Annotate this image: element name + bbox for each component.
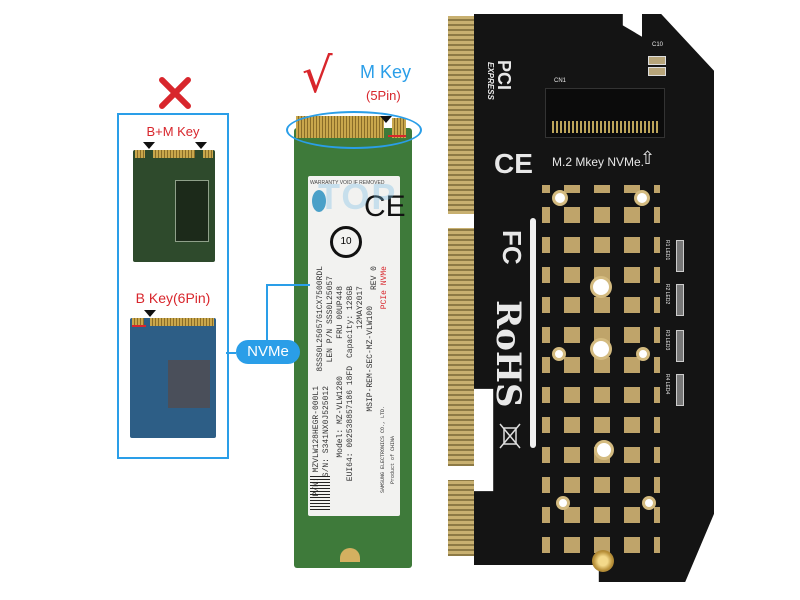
- ce-mark: CE: [494, 148, 533, 179]
- pcie-key-notch: [446, 214, 480, 228]
- led-component: [676, 374, 684, 406]
- mount-hole: [552, 347, 566, 361]
- label-line: SAMSUNG ELECTRONICS CO., LTD.: [380, 406, 386, 494]
- connector-ref-text: CN1: [554, 78, 567, 84]
- ssd-ce-mark: CE: [364, 190, 406, 223]
- ssd-label-sticker: WARRANTY VOID IF REMOVED CE 10 PCIe NVMe…: [308, 176, 406, 516]
- warranty-text: WARRANTY VOID IF REMOVED: [310, 180, 385, 186]
- notch-arrow-icon: [144, 310, 156, 317]
- pcie-nvme-text: PCIe NVMe: [380, 266, 389, 310]
- mount-hole: [590, 276, 612, 298]
- bm-key-ssd-image: [133, 150, 215, 262]
- mount-hole: [590, 338, 612, 360]
- label-line: Capacity: 128GB: [346, 286, 355, 359]
- callout-leader-line: [226, 352, 236, 354]
- led-component: [676, 240, 684, 272]
- led-ref-text: R3 LED3: [664, 330, 670, 351]
- label-line: S/N: S341NX0J525012: [322, 386, 331, 478]
- label-line: Product of CHINA: [390, 436, 396, 485]
- mount-hole: [636, 347, 650, 361]
- samsung-badge-icon: [312, 190, 326, 212]
- barcode: [310, 476, 330, 512]
- m2-slot-connector: [545, 88, 665, 138]
- pci-express-text: EXPRESS: [486, 62, 495, 100]
- pin-highlight-ellipse: [286, 111, 422, 149]
- m-key-subtitle: (5Pin): [366, 88, 401, 103]
- nvme-badge: NVMe: [236, 340, 300, 364]
- notch-arrow-icon: [195, 142, 207, 149]
- board-slot-cutout: [530, 218, 536, 448]
- led-component: [676, 330, 684, 362]
- fc-mark: FC: [497, 230, 527, 265]
- led-ref-text: R4 LED4: [664, 374, 670, 395]
- led-component: [676, 284, 684, 316]
- slot-label: M.2 Mkey NVMe.: [552, 155, 645, 169]
- mount-hole: [642, 496, 656, 510]
- b-key-label: B Key(6Pin): [135, 290, 211, 306]
- mount-screw: [592, 550, 614, 572]
- bm-key-label: B+M Key: [146, 124, 200, 139]
- mount-hole: [594, 440, 614, 460]
- label-line: FRU 00UP448: [336, 286, 345, 339]
- mount-hole: [634, 190, 650, 206]
- label-line: EUI64: 002538857186 18FD: [346, 366, 355, 482]
- ssd-mount-notch: [340, 548, 360, 562]
- cap-ref-text: C10: [652, 42, 664, 48]
- notch-arrow-icon: [143, 142, 155, 149]
- recycle-10-icon: 10: [330, 226, 362, 258]
- pci-logo-text: PCI: [494, 60, 514, 91]
- rohs-mark: RoHS: [488, 300, 528, 408]
- label-line: 12MAY2017: [356, 286, 365, 330]
- callout-leader-line: [266, 284, 310, 286]
- smd-capacitor: [648, 67, 666, 76]
- thermal-copper-pad: [542, 185, 660, 555]
- callout-leader-line: [266, 284, 268, 342]
- led-ref-text: R2 LED2: [664, 284, 670, 305]
- insert-arrow-icon: ⇧: [640, 148, 656, 168]
- pcie-key-notch: [446, 466, 480, 480]
- label-line: MSIP-REM-SEC-MZ-VLW100: [366, 306, 375, 412]
- label-line: Model: MZ-VLW1280: [336, 376, 345, 458]
- invalid-x-icon: [158, 76, 192, 110]
- m-key-title: M Key: [360, 62, 412, 82]
- mount-hole: [552, 190, 568, 206]
- b-key-ssd-image: [130, 318, 216, 438]
- watermark-text: TOP: [318, 176, 398, 217]
- led-ref-text: R1 LED1: [664, 240, 670, 261]
- label-line: 8SSS0L25057G1CX7500RDL: [316, 266, 325, 372]
- smd-capacitor: [648, 56, 666, 65]
- mount-hole: [556, 496, 570, 510]
- label-line: LEN P/N SSS0L25057: [326, 276, 335, 363]
- weee-bin-icon: [498, 420, 522, 450]
- valid-check-icon: √: [302, 48, 333, 104]
- rev-text: REV 0: [370, 266, 379, 291]
